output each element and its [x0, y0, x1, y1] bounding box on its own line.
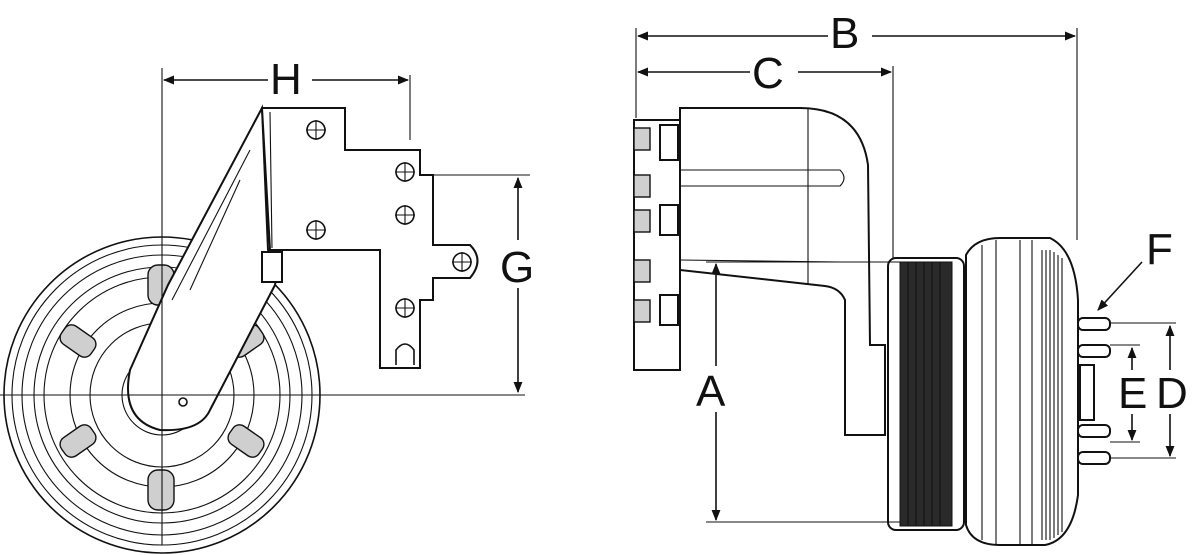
front-view: H G — [0, 55, 547, 554]
label-D: D — [1156, 369, 1188, 418]
label-H: H — [270, 55, 302, 104]
bolt-hole — [306, 220, 326, 240]
dimension-C: C — [636, 49, 894, 258]
label-E: E — [1118, 369, 1147, 418]
dimension-E: E — [1110, 344, 1152, 443]
label-B: B — [830, 9, 859, 58]
dimension-H: H — [162, 55, 411, 140]
dimension-F: F — [1097, 225, 1173, 311]
bolt-hole — [395, 162, 415, 182]
label-A: A — [696, 367, 726, 416]
label-C: C — [752, 49, 784, 98]
bolt-hole — [306, 120, 326, 140]
dimension-D: D — [1110, 322, 1194, 459]
front-bracket — [127, 104, 479, 432]
bolt-hole — [395, 298, 415, 318]
label-G: G — [500, 243, 534, 292]
label-F: F — [1146, 225, 1173, 274]
dimension-A: A — [694, 262, 742, 522]
bolt-hole — [452, 252, 472, 272]
mounting-studs — [1077, 317, 1111, 465]
bolt-hole — [395, 205, 415, 225]
side-pulley — [887, 257, 965, 531]
pulley-slot — [59, 324, 97, 358]
side-view: B C A F E D — [633, 9, 1194, 546]
dimension-G: G — [420, 174, 547, 394]
dimension-B: B — [635, 9, 1078, 240]
pulley-slot — [59, 424, 97, 458]
side-bracket — [633, 107, 886, 436]
pulley-slot — [147, 469, 175, 511]
clutch-body — [965, 237, 1079, 546]
pulley-slot — [227, 424, 265, 458]
